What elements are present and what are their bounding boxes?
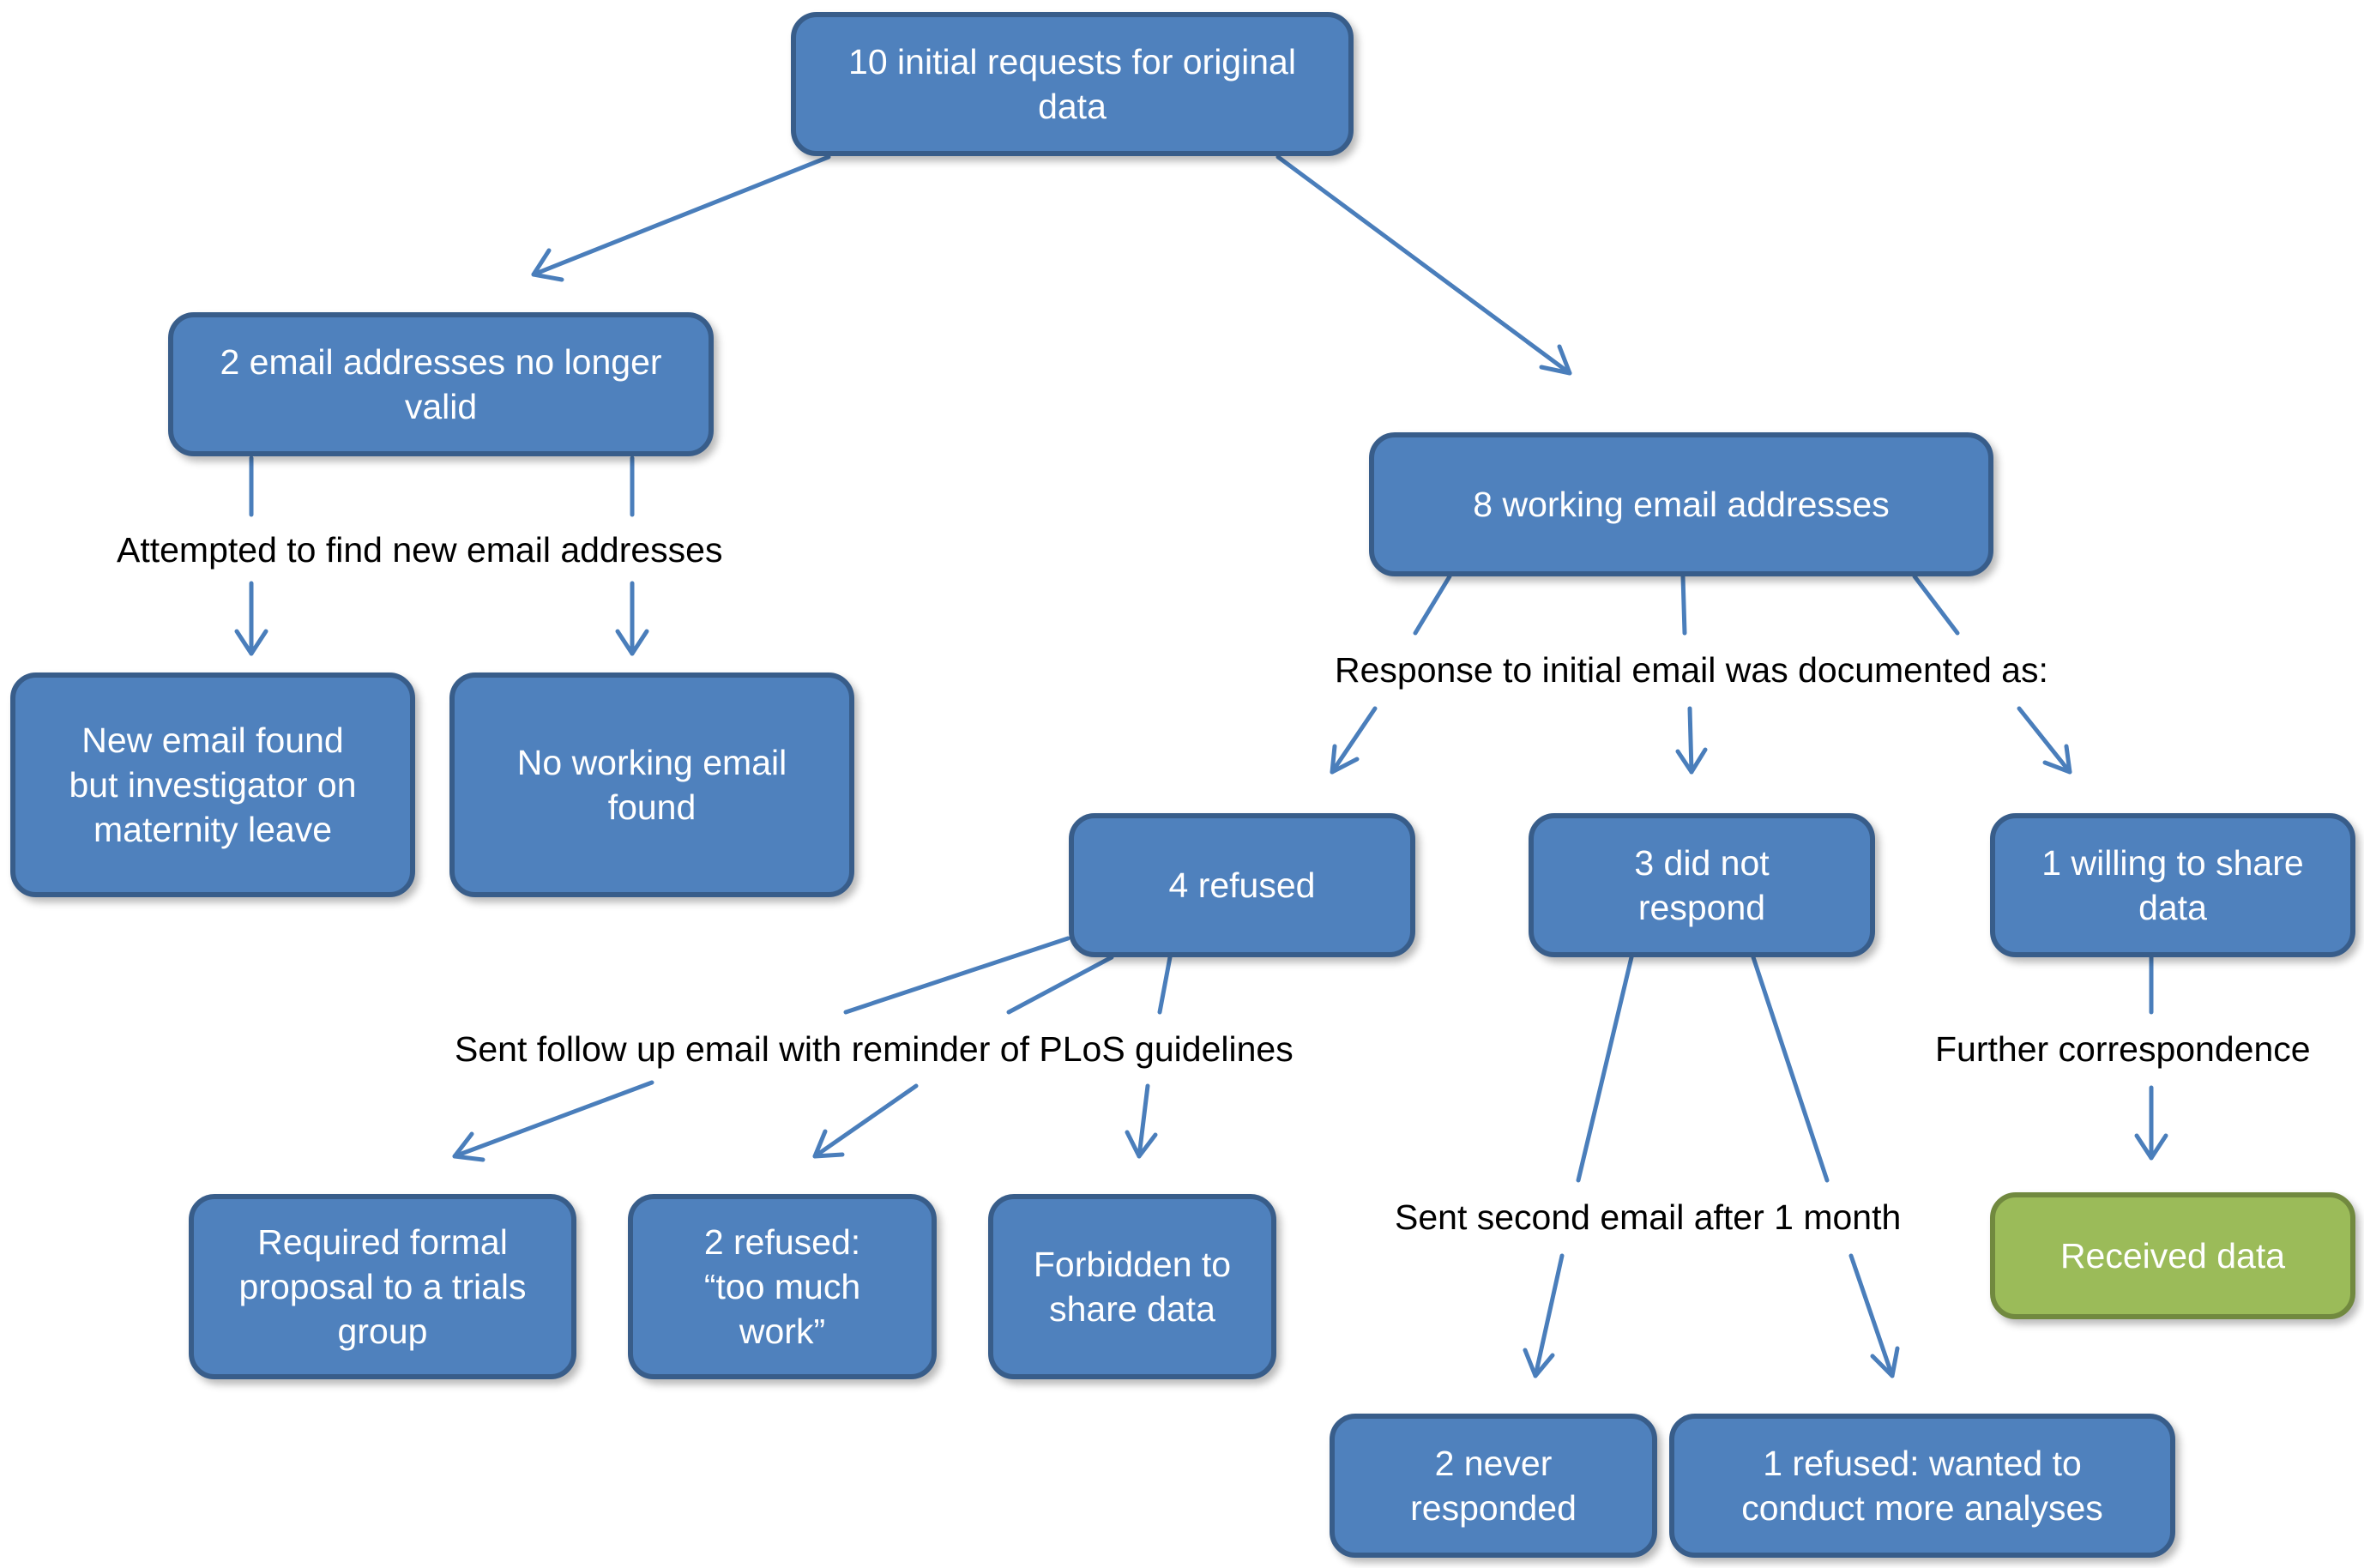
node-initial-requests: 10 initial requests for original data (791, 12, 1354, 156)
label-response-documented: Response to initial email was documented… (1328, 648, 2055, 691)
arrowhead-working (1539, 344, 1572, 376)
connector-working-willing-top (1912, 574, 1960, 636)
arrowhead-norespond3 (1675, 747, 1708, 775)
node-working-addresses: 8 working email addresses (1369, 432, 1993, 576)
connector-norespond-analyses-bottom (1848, 1253, 1895, 1378)
label-second-email: Sent second email after 1 month (1388, 1196, 1909, 1239)
label-further-correspondence: Further correspondence (1928, 1028, 2318, 1070)
node-formal-proposal: Required formal proposal to a trials gro… (189, 1194, 576, 1379)
connector-refused-formal-bottom (452, 1080, 654, 1159)
node-maternity-leave: New email found but investigator on mate… (10, 672, 415, 897)
connector-initial-working (1275, 154, 1572, 376)
node-too-much-work: 2 refused: “too much work” (628, 1194, 937, 1379)
arrowhead-invalid (531, 248, 564, 282)
arrowhead-willing1 (2042, 744, 2072, 775)
connector-refused-formal-top (843, 936, 1070, 1015)
connector-refused-toomuch-bottom (812, 1083, 919, 1159)
arrowhead-formal (452, 1131, 485, 1162)
node-willing-to-share-1: 1 willing to share data (1990, 813, 2355, 957)
connector-refused-toomuch-top (1006, 955, 1114, 1015)
node-no-working-email: No working email found (449, 672, 854, 897)
arrowhead-forbidden (1125, 1130, 1158, 1159)
connector-working-norespond-top (1680, 574, 1687, 636)
connector-refused-forbidden-bottom (1137, 1083, 1150, 1159)
node-received-data: Received data (1990, 1192, 2355, 1319)
connector-norespond-never-top (1576, 955, 1634, 1183)
connector-norespond-analyses-top (1751, 955, 1830, 1183)
arrowhead-toomuch (812, 1129, 845, 1159)
label-follow-up-email: Sent follow up email with reminder of PL… (448, 1028, 1300, 1070)
connector-working-willing-bottom (2017, 706, 2072, 775)
arrowhead-refused4 (1330, 744, 1360, 775)
connector-norespond-never-bottom (1533, 1253, 1565, 1378)
node-did-not-respond-3: 3 did not respond (1529, 813, 1875, 957)
arrowhead-noemail (615, 629, 649, 656)
connector-working-refused-bottom (1330, 706, 1378, 775)
connector-refused-forbidden-top (1157, 955, 1173, 1015)
connector-working-norespond-bottom (1687, 706, 1694, 775)
node-refused-4: 4 refused (1069, 813, 1415, 957)
arrowhead-maternity (234, 629, 268, 656)
connector-initial-invalid (531, 154, 831, 277)
arrowhead-received (2134, 1133, 2168, 1161)
label-attempted-new-addresses: Attempted to find new email addresses (110, 528, 730, 571)
connector-working-refused-top (1413, 574, 1452, 636)
node-wanted-more-analyses: 1 refused: wanted to conduct more analys… (1669, 1414, 2175, 1558)
arrowhead-never (1523, 1348, 1555, 1378)
node-never-responded-2: 2 never responded (1330, 1414, 1657, 1558)
node-invalid-addresses: 2 email addresses no longer valid (168, 312, 714, 456)
node-forbidden-to-share: Forbidden to share data (988, 1194, 1276, 1379)
arrowhead-analyses (1870, 1346, 1900, 1378)
